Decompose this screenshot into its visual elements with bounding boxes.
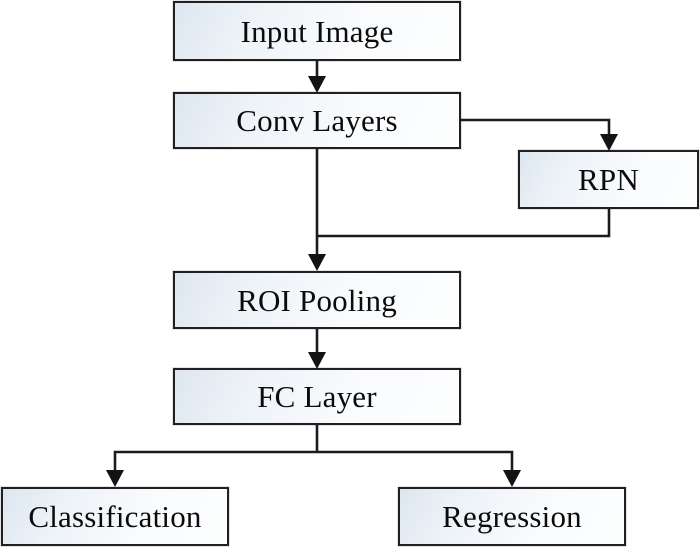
node-classification[interactable]: Classification [1, 487, 229, 546]
node-fc-layer-label: FC Layer [257, 379, 377, 414]
edge-rpn-to-roi [317, 209, 611, 238]
node-roi-pooling-label: ROI Pooling [237, 282, 397, 318]
arrowhead-input-to-conv [308, 76, 326, 93]
arrowhead-conv-to-roi [308, 254, 326, 271]
node-classification-label: Classification [28, 499, 202, 534]
arrowhead-fc-to-classification [106, 470, 124, 487]
node-conv-layers[interactable]: Conv Layers [173, 92, 461, 149]
node-regression[interactable]: Regression [398, 487, 626, 546]
edge-fc-to-classification [113, 450, 317, 478]
edge-fc-to-regression [317, 450, 514, 478]
node-conv-layers-label: Conv Layers [236, 103, 398, 138]
node-regression-label: Regression [442, 499, 582, 534]
node-fc-layer[interactable]: FC Layer [173, 368, 461, 425]
node-input-image[interactable]: Input Image [173, 1, 461, 61]
arrowhead-fc-to-regression [503, 470, 521, 487]
node-rpn[interactable]: RPN [518, 150, 699, 209]
arrowhead-conv-to-rpn [600, 134, 618, 151]
node-rpn-label: RPN [578, 162, 639, 197]
edge-conv-to-rpn [461, 118, 611, 142]
node-roi-pooling[interactable]: ROI Pooling [173, 271, 461, 329]
arrowhead-roi-to-fc [308, 352, 326, 369]
node-input-image-label: Input Image [240, 13, 394, 49]
